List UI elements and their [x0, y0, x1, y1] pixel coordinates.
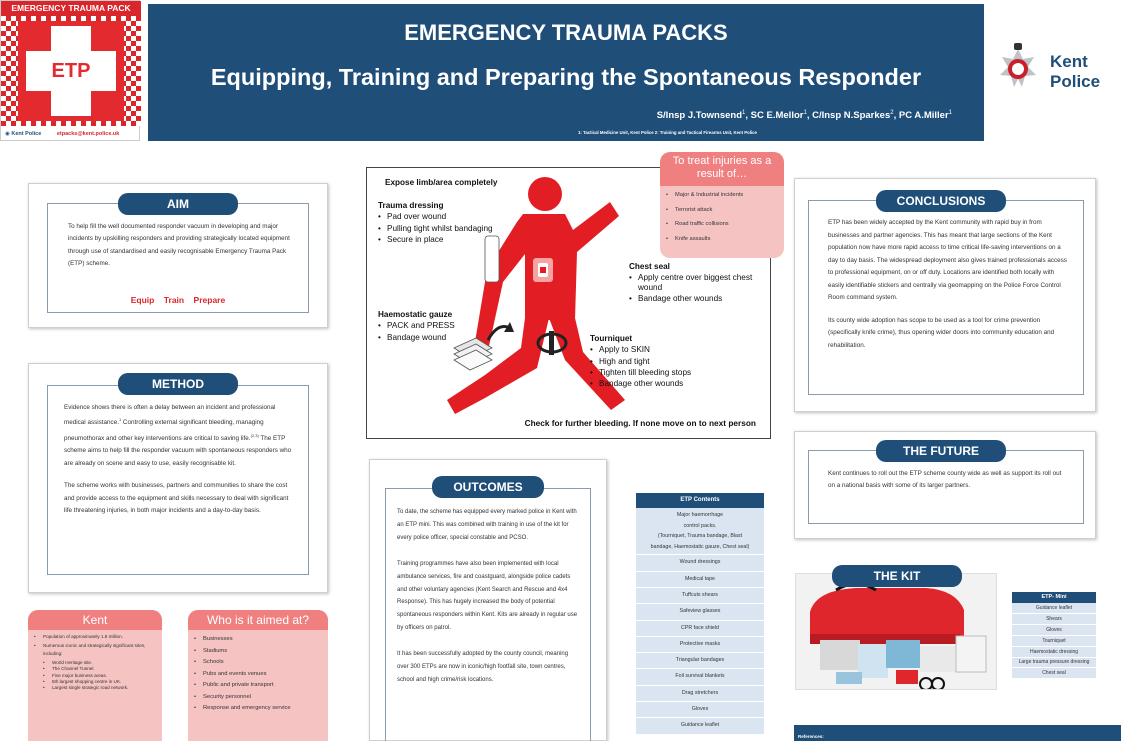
mini-row: Guidance leaflet	[1012, 603, 1096, 614]
blood-drops: ●	[570, 340, 577, 351]
contents-row: Tuffcuts shears	[636, 588, 764, 605]
contents-row: Guidance leaflet	[680, 722, 720, 729]
mini-heading: ETP- Mini	[1012, 592, 1096, 603]
method-text: Evidence shows there is often a delay be…	[64, 402, 296, 517]
arrow-icon	[486, 322, 514, 341]
mini-row: Gloves	[1012, 625, 1096, 636]
haemostatic-gauze: Haemostatic gauze PACK and PRESSBandage …	[378, 309, 455, 343]
check-bleeding-text: Check for further bleeding. If none move…	[524, 418, 756, 428]
mini-row: Shears	[1012, 614, 1096, 625]
logo-footer: ◉ Kent Police etpacks@kent.police.uk	[1, 127, 141, 142]
treat-item: Terrorist attack	[666, 203, 778, 218]
etp-logo: EMERGENCY TRAUMA PACK ETP ◉ Kent Police …	[0, 0, 141, 142]
kent-police-logo: Kent Police	[992, 40, 1114, 102]
tourniquet-icon	[536, 331, 568, 355]
poster-subtitle: Equipping, Training and Preparing the Sp…	[210, 64, 922, 90]
contents-heading: ETP Contents	[636, 493, 764, 508]
kent-subitem: Five major business areas.	[43, 673, 156, 679]
aimed-item: Schools	[194, 657, 322, 669]
contents-row: CPR face shield	[636, 621, 764, 637]
aimed-item: Pubs and events venues	[194, 669, 322, 681]
author-2: SC E.Mellor	[750, 110, 804, 122]
mini-row: Chest seal	[1042, 670, 1066, 676]
contents-row: Gloves	[636, 702, 764, 719]
kent-item: Population of approximately 1.8 million.	[34, 633, 156, 641]
outcomes-panel	[369, 459, 607, 741]
header-banner	[148, 4, 984, 141]
contents-row: Safeview glasses	[636, 604, 764, 621]
contents-row: Medical tape	[636, 572, 764, 588]
method-heading: METHOD	[118, 373, 238, 395]
outcomes-text: To date, the scheme has equipped every m…	[397, 509, 578, 683]
treat-injuries-box: To treat injuries as a result of… Major …	[660, 152, 784, 258]
kent-word: Kent	[1050, 52, 1088, 71]
contents-row: Protective masks	[636, 637, 764, 654]
affiliations: 1: Tactical Medicine Unit, Kent Police 2…	[578, 130, 757, 135]
poster-title: EMERGENCY TRAUMA PACKS	[404, 20, 728, 45]
logo-banner: EMERGENCY TRAUMA PACK	[1, 1, 141, 16]
logo-cross-text: ETP	[51, 60, 91, 82]
contents-row: Drag stretchers	[636, 686, 764, 703]
aimed-card: Who is it aimed at? Businesses Stadiums …	[188, 610, 328, 741]
mini-row: Tourniquet	[1012, 636, 1096, 647]
aim-tagline: Equip Train Prepare	[130, 295, 226, 305]
kent-subitem: Largest single strategic road network.	[43, 685, 156, 691]
logo-org: Kent Police	[11, 131, 42, 137]
aimed-item: Businesses	[194, 634, 322, 646]
author-4: PC A.Miller	[898, 110, 949, 122]
contents-row: Foil survival blankets	[636, 669, 764, 686]
treat-item: Knife assaults	[666, 232, 778, 247]
kent-card: Kent Population of approximately 1.8 mil…	[28, 610, 162, 741]
police-word: Police	[1050, 72, 1101, 91]
badge-icon: ◉	[5, 131, 10, 137]
chest-seal: Chest seal Apply centre over biggest che…	[629, 262, 759, 304]
method-panel	[28, 363, 328, 593]
casualty-figure-icon	[447, 177, 625, 414]
references-label: References:	[798, 734, 824, 739]
treat-heading: To treat injuries as a result of…	[660, 152, 784, 186]
mini-row: Large trauma pressure dressing	[1012, 658, 1096, 668]
kent-item: Numerous iconic and strategically signif…	[34, 642, 156, 657]
aim-text: To help fill the well documented respond…	[68, 223, 290, 268]
treat-item: Road traffic collisions	[666, 217, 778, 232]
references-bar: References:	[794, 725, 1121, 741]
conclusions-heading: CONCLUSIONS	[876, 190, 1006, 212]
aimed-heading: Who is it aimed at?	[188, 610, 328, 630]
logo-email[interactable]: etpacks@kent.police.uk	[56, 131, 120, 137]
kit-photo	[795, 573, 997, 690]
police-star-icon	[1000, 43, 1036, 87]
contents-row: Wound dressings	[636, 555, 764, 572]
conclusions-panel	[794, 178, 1096, 412]
mini-row: Haemostatic dressing	[1012, 647, 1096, 658]
kent-heading: Kent	[28, 610, 162, 630]
expose-text: Expose limb/area completely	[385, 178, 498, 187]
aimed-item: Stadiums	[194, 646, 322, 658]
tourniquet: Tourniquet Apply to SKINHigh and tightTi…	[590, 333, 691, 390]
kent-subitem: 5th largest shopping centre in UK.	[43, 679, 156, 685]
trauma-dressing: Trauma dressing Pad over woundPulling ti…	[378, 200, 493, 245]
contents-row: Triangular bandages	[636, 653, 764, 670]
kent-subitem: The Channel Tunnel.	[43, 666, 156, 672]
contents-first-row: Major haemorrhage control packs. (Tourni…	[636, 508, 764, 556]
gauze-icon	[453, 337, 493, 371]
authors: S/Insp J.Townsend1, SC E.Mellor1, C/Insp…	[656, 110, 952, 122]
future-text: Kent continues to roll out the ETP schem…	[828, 470, 1062, 490]
trauma-bag-icon	[810, 582, 987, 689]
method-paragraph-2: The scheme works with businesses, partne…	[64, 482, 289, 515]
treat-item: Major & Industrial incidents	[666, 188, 778, 203]
aim-heading: AIM	[118, 193, 238, 215]
author-3: C/Insp N.Sparkes	[812, 110, 891, 122]
aimed-item: Security personnel	[194, 692, 322, 704]
kit-heading: THE KIT	[832, 565, 962, 587]
outcomes-heading: OUTCOMES	[432, 476, 544, 498]
etp-mini-table: ETP- Mini Guidance leaflet Shears Gloves…	[1012, 592, 1096, 678]
conclusions-text: ETP has been widely accepted by the Kent…	[828, 219, 1067, 349]
aimed-item: Public and private transport	[194, 680, 322, 692]
author-1: S/Insp J.Townsend	[656, 110, 743, 122]
etp-contents-table: ETP Contents Major haemorrhage control p…	[636, 493, 764, 734]
future-heading: THE FUTURE	[876, 440, 1006, 462]
kent-subitem: World Heritage site.	[43, 660, 156, 666]
aimed-item: Response and emergency service	[194, 703, 322, 715]
